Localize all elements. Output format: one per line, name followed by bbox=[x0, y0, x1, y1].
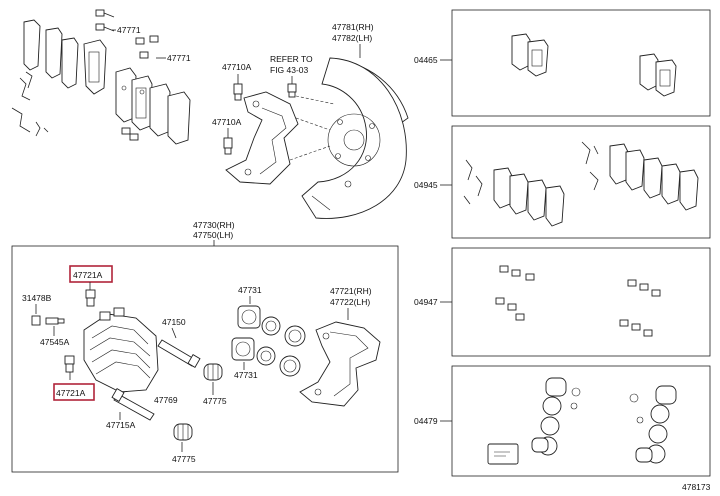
caliper-mounting-bracket-group[interactable]: 47710A 47710A REFER TO FIG 43-03 bbox=[212, 54, 313, 185]
label-47721A-bottom-box[interactable]: 47721A bbox=[53, 383, 95, 401]
slide-pin-lower-icon bbox=[111, 388, 155, 421]
kit-04947-label: 04947 bbox=[414, 297, 438, 307]
bleeder-cap-icon bbox=[31, 315, 41, 326]
piston-boot-upper-icon bbox=[284, 325, 306, 347]
figure-code: 478173 bbox=[682, 482, 711, 492]
label-47721: 47721(RH) bbox=[330, 286, 372, 296]
label-47771-b: 47771 bbox=[167, 53, 191, 63]
kit-04479-label: 04479 bbox=[414, 416, 438, 426]
label-47781: 47781(RH) bbox=[332, 22, 374, 32]
label-47545A: 47545A bbox=[40, 337, 70, 347]
label-47150: 47150 bbox=[162, 317, 186, 327]
kit-04465-pad-kit[interactable]: 04465 bbox=[414, 9, 711, 117]
label-47721A-top-box[interactable]: 47721A bbox=[69, 265, 113, 283]
disc-brake-dust-cover-group[interactable]: 47781(RH) 47782(LH) bbox=[289, 22, 409, 219]
kit-04465-frame bbox=[451, 9, 711, 117]
pad-clip-set bbox=[11, 71, 49, 137]
label-47775-a: 47775 bbox=[203, 396, 227, 406]
pin-boot-lower-icon bbox=[173, 423, 193, 441]
bracket-bolt-icon bbox=[223, 137, 233, 155]
caliper-body-icon bbox=[83, 307, 159, 393]
slide-pin-upper-icon bbox=[157, 339, 201, 368]
brake-pad-group-top-left[interactable]: 47771 47771 bbox=[11, 9, 191, 145]
brake-pad-set-lower bbox=[115, 67, 191, 145]
pad-kit-icon bbox=[511, 33, 677, 97]
dust-cover-leader-lines bbox=[289, 95, 335, 161]
pad-wear-indicator bbox=[95, 9, 159, 141]
caliper-assembly-frame bbox=[11, 245, 399, 473]
piston-boot-lower-icon bbox=[279, 355, 301, 377]
piston-seal-lower-icon bbox=[256, 346, 276, 366]
refer-note-line2: FIG 43-03 bbox=[270, 65, 309, 75]
kit-04947-frame bbox=[451, 247, 711, 357]
label-47721A-bottom: 47721A bbox=[56, 388, 86, 398]
caliper-bolt-top-icon bbox=[85, 289, 96, 307]
label-47710A-a: 47710A bbox=[222, 62, 252, 72]
kit-04945-label: 04945 bbox=[414, 180, 438, 190]
label-47721A-top: 47721A bbox=[73, 270, 103, 280]
brake-pad-shim-set bbox=[23, 19, 107, 95]
clip-kit-icon bbox=[495, 265, 661, 337]
piston-seal-upper-icon bbox=[261, 316, 281, 336]
label-47769: 47769 bbox=[154, 395, 178, 405]
refer-bolt-icon bbox=[287, 83, 297, 98]
kit-04465-label: 04465 bbox=[414, 55, 438, 65]
piston-upper-icon bbox=[237, 305, 261, 329]
label-31478B: 31478B bbox=[22, 293, 52, 303]
kit-04947-clip-kit[interactable]: 04947 bbox=[414, 247, 711, 357]
seal-kit-icon bbox=[487, 377, 677, 465]
dust-cover-icon bbox=[301, 57, 409, 219]
label-47731-a: 47731 bbox=[238, 285, 262, 295]
label-47731-b: 47731 bbox=[234, 370, 258, 380]
label-47782: 47782(LH) bbox=[332, 33, 372, 43]
kit-04945-shim-kit[interactable]: 04945 bbox=[414, 125, 711, 239]
kit-04479-seal-kit[interactable]: 04479 bbox=[414, 365, 711, 477]
bleeder-plug-icon bbox=[45, 317, 65, 325]
kit-04945-frame bbox=[451, 125, 711, 239]
label-47771-a: 47771 bbox=[117, 25, 141, 35]
caliper-bracket-icon bbox=[225, 91, 299, 185]
label-47710A-b: 47710A bbox=[212, 117, 242, 127]
bracket-bolt-icon bbox=[233, 83, 243, 101]
caliper-bolt-bottom-icon bbox=[64, 355, 75, 373]
caliper-assembly-group[interactable]: 47730(RH) 47750(LH) 47721A 47721A 31478B bbox=[11, 220, 399, 473]
piston-lower-icon bbox=[231, 337, 255, 361]
label-47715A: 47715A bbox=[106, 420, 136, 430]
refer-note-line1: REFER TO bbox=[270, 54, 313, 64]
caliper-bracket-right-icon bbox=[299, 321, 381, 407]
label-47722: 47722(LH) bbox=[330, 297, 370, 307]
pin-boot-upper-icon bbox=[203, 363, 223, 381]
label-47750: 47750(LH) bbox=[193, 230, 233, 240]
label-47730: 47730(RH) bbox=[193, 220, 235, 230]
shim-kit-icon bbox=[463, 141, 699, 227]
label-47775-b: 47775 bbox=[172, 454, 196, 464]
